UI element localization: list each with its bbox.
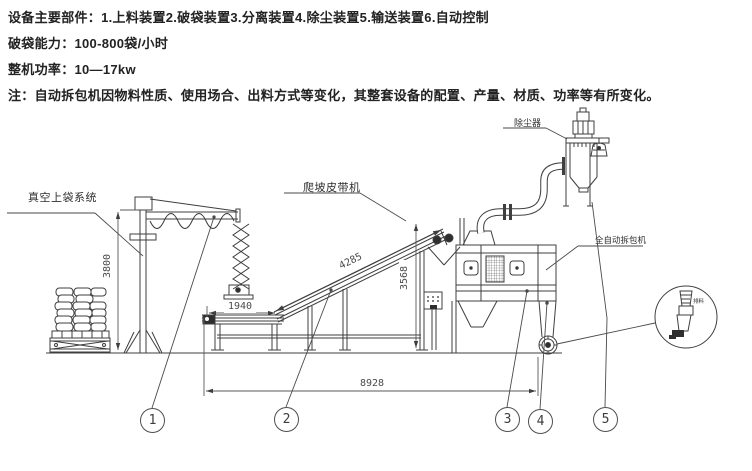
spec-parts: 设备主要部件：1.上料装置2.破袋装置3.分离装置4.除尘装置5.输送装置6.自… [8, 10, 489, 25]
label-vacuum-loader: 真空上袋系统 [28, 192, 97, 204]
callout-5: 5 [593, 407, 618, 432]
spec-capacity: 破袋能力：100-800袋/小时 [8, 36, 169, 51]
bag-breaker-machine [451, 230, 558, 355]
dust-collector [563, 107, 610, 207]
dimension-lines [115, 209, 539, 396]
dim-flat-conveyor-length: 1940 [224, 301, 256, 313]
vacuum-loader-crane [123, 196, 254, 354]
label-dust-collector: 除尘器 [514, 118, 542, 128]
callout-3: 3 [495, 407, 520, 432]
control-box [423, 291, 443, 350]
flat-conveyor [202, 314, 421, 351]
leader-lines [7, 127, 656, 410]
suction-pipe [476, 157, 565, 234]
spec-power: 整机功率：10—17kw [8, 62, 136, 77]
dim-discharge-height: 3568 [399, 260, 411, 296]
spec-note: 注：自动拆包机因物料性质、使用场合、出料方式等变化，其整套设备的配置、产量、材质… [8, 88, 660, 103]
label-bag-breaker: 全自动拆包机 [595, 235, 647, 245]
detail-bubble [654, 285, 718, 349]
dim-mast-height: 3800 [102, 248, 114, 284]
callout-2: 2 [274, 407, 299, 432]
bag-pallet-stack [49, 287, 111, 353]
dim-overall-length: 8928 [355, 378, 389, 390]
callout-4: 4 [528, 409, 553, 434]
callout-1: 1 [140, 408, 165, 433]
detail-note-text: 排料 [693, 299, 705, 305]
label-incline-conveyor: 爬坡皮带机 [303, 182, 361, 194]
